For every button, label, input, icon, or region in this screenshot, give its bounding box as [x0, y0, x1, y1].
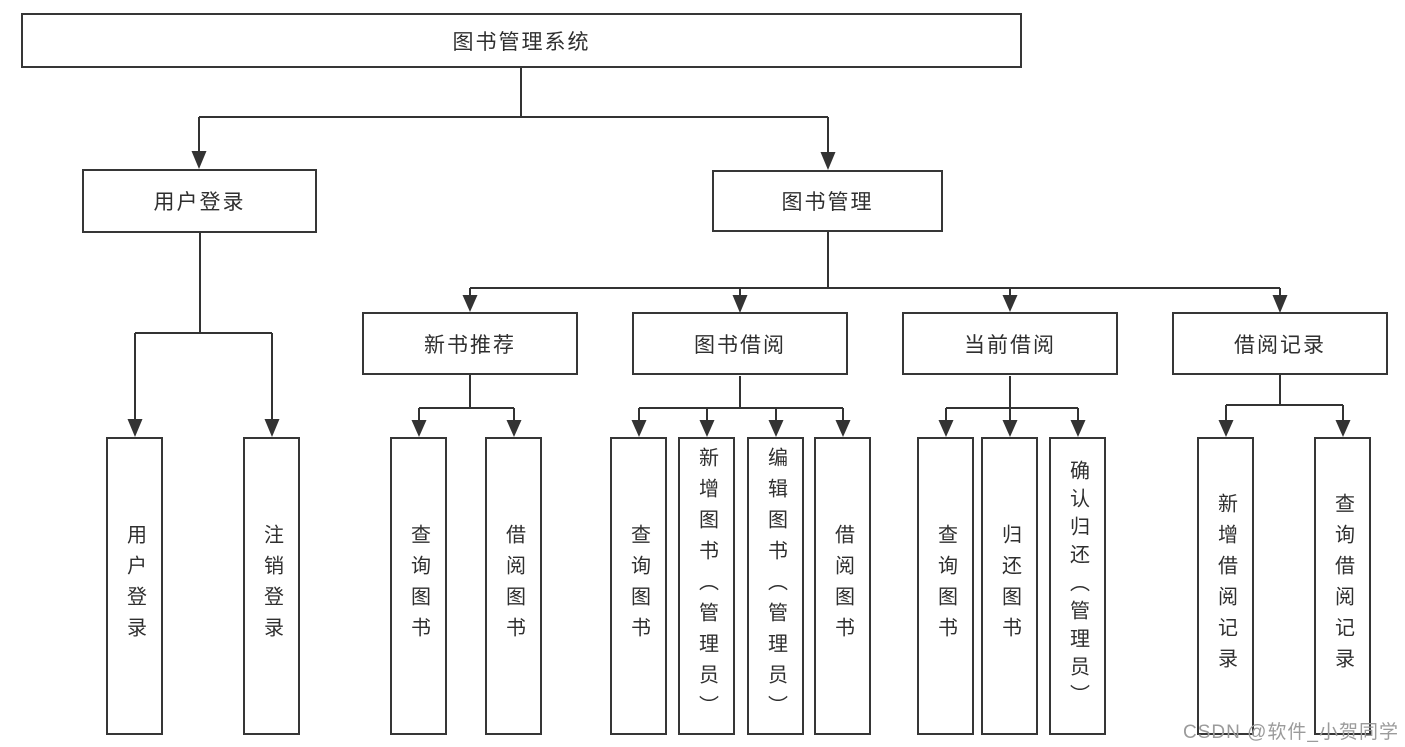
- leaf-borrow-books-recommend: 借阅图书: [485, 437, 542, 735]
- node-label: 图书管理: [781, 191, 874, 214]
- node-user-login: 用户登录: [82, 169, 317, 233]
- leaf-label: 借阅图书: [831, 524, 854, 648]
- leaf-edit-book-admin: 编辑图书（管理员）: [747, 437, 804, 735]
- leaf-logout: 注销登录: [243, 437, 300, 735]
- leaf-return-books: 归还图书: [981, 437, 1038, 735]
- leaf-label: 查询图书: [627, 524, 650, 648]
- node-book-borrowing: 图书借阅: [632, 312, 848, 375]
- leaf-label: 编辑图书（管理员）: [764, 446, 787, 726]
- leaf-query-borrow-record: 查询借阅记录: [1314, 437, 1371, 735]
- node-new-book-recommend: 新书推荐: [362, 312, 578, 375]
- leaf-query-books-current: 查询图书: [917, 437, 974, 735]
- leaf-label: 查询图书: [934, 524, 957, 648]
- leaf-label: 新增图书（管理员）: [695, 446, 718, 726]
- leaf-borrow-books-borrowing: 借阅图书: [814, 437, 871, 735]
- node-book-management: 图书管理: [712, 170, 943, 232]
- leaf-confirm-return-admin: 确认归还（管理员）: [1049, 437, 1106, 735]
- leaf-add-book-admin: 新增图书（管理员）: [678, 437, 735, 735]
- leaf-label: 注销登录: [260, 524, 283, 648]
- node-label: 图书借阅: [694, 333, 786, 357]
- node-library-management-system: 图书管理系统: [21, 13, 1022, 68]
- node-label: 用户登录: [153, 191, 246, 214]
- leaf-label: 查询借阅记录: [1331, 493, 1354, 679]
- arrowheads: [127, 151, 1351, 437]
- leaf-label: 借阅图书: [502, 524, 525, 648]
- leaf-query-books-recommend: 查询图书: [390, 437, 447, 735]
- leaf-user-login: 用户登录: [106, 437, 163, 735]
- node-label: 借阅记录: [1234, 333, 1326, 357]
- leaf-label: 确认归还（管理员）: [1066, 460, 1089, 712]
- leaf-label: 用户登录: [123, 524, 146, 648]
- node-label: 新书推荐: [424, 333, 516, 357]
- leaf-label: 查询图书: [407, 524, 430, 648]
- watermark-text: CSDN @软件_小贺同学: [1183, 722, 1399, 743]
- node-label: 当前借阅: [964, 333, 1056, 357]
- leaf-label: 归还图书: [998, 524, 1021, 648]
- leaf-add-borrow-record: 新增借阅记录: [1197, 437, 1254, 735]
- node-borrowing-records: 借阅记录: [1172, 312, 1388, 375]
- node-label: 图书管理系统: [452, 30, 591, 54]
- node-current-borrowing: 当前借阅: [902, 312, 1118, 375]
- leaf-query-books-borrowing: 查询图书: [610, 437, 667, 735]
- leaf-label: 新增借阅记录: [1214, 493, 1237, 679]
